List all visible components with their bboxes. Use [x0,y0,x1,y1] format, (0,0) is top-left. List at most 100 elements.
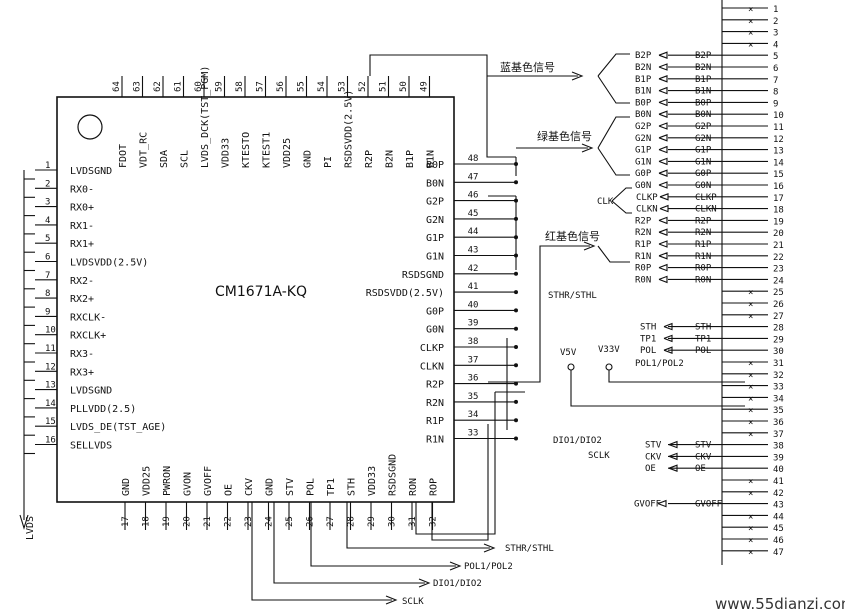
right-pin-label: RSDSVDD(2.5V) [366,288,444,299]
connector-pin-label: B2N [695,63,711,73]
left-pin-label: RX3+ [70,367,94,378]
bus-signal-label: STH [640,323,656,333]
no-connect-mark: × [748,418,753,428]
connector-pin-number: 8 [773,88,778,98]
bottom-pin-label: GVOFF [203,466,214,496]
left-pin-label: RXCLK+ [70,331,106,342]
right-pin-number: 33 [468,429,479,439]
top-pin-number: 61 [174,81,184,92]
top-pin-number: 52 [358,81,368,92]
connector-pin-label: B1N [695,87,711,97]
bus-signal-label: G2N [635,134,651,144]
no-connect-mark: × [748,288,753,298]
top-pin-label: VDD25 [282,138,293,168]
bottom-pin-number: 30 [388,516,398,527]
connector-pin-number: 6 [773,64,778,74]
right-pin-label: R1P [426,416,444,427]
connector-pin-number: 39 [773,453,784,463]
connector-pin-number: 24 [773,276,784,286]
watermark: www.55dianzi.com [715,595,845,613]
bus-signal-label: CLKP [636,193,658,203]
ic-name: CM1671A-KQ [215,284,307,300]
bus-signal-label: G2P [635,122,652,132]
connector-pin-number: 31 [773,359,784,369]
top-pin-label: VDT_RC [139,132,150,168]
bus-signal-label: R1P [635,240,652,250]
left-pin-label: LVDSGND [70,386,112,397]
top-pin-label: SCL [180,150,191,168]
connector-pin-label: STV [695,441,712,451]
top-pin-number: 51 [379,81,389,92]
top-pin-label: B1N [426,150,437,168]
connector-pin-label: CKV [695,452,712,462]
bus-signal-label: R1N [635,252,651,262]
top-pin-label: KTESTO [241,132,252,168]
no-connect-mark: × [748,17,753,27]
right-pin-label: G1N [426,252,444,263]
right-pin-number: 46 [468,191,479,201]
connector-pin-number: 11 [773,123,784,133]
left-pin-number: 1 [45,161,50,171]
right-pin-number: 43 [468,246,479,256]
top-pin-number: 64 [112,81,122,92]
connector-pin-number: 19 [773,217,784,227]
no-connect-mark: × [748,359,753,369]
connector-pin-number: 36 [773,418,784,428]
right-pin-number: 44 [468,227,479,237]
connector-pin-label: R2N [695,228,711,238]
connector-pin-number: 27 [773,312,784,322]
top-pin-number: 58 [235,81,245,92]
sth-stl-label: STHR/STHL [548,291,597,301]
connector-pin-label: G2P [695,122,712,132]
left-pin-number: 14 [45,399,56,409]
left-pin-number: 13 [45,381,56,391]
top-pin-number: 49 [420,81,430,92]
right-pin-label: RSDSGND [402,270,444,281]
out-sth-label: STHR/STHL [505,544,554,554]
bus-signal-label: POL [640,346,656,356]
bottom-pin-label: STV [285,478,296,496]
bus-signal-label: G1P [635,146,652,156]
left-pin-label: LVDSVDD(2.5V) [70,258,148,269]
top-pin-number: 59 [215,81,225,92]
left-pin-number: 7 [45,271,50,281]
left-pin-number: 4 [45,216,50,226]
bottom-pin-label: GND [121,478,132,496]
connector-pin-number: 37 [773,430,784,440]
connector-pin-number: 29 [773,335,784,345]
left-pin-label: RX0+ [70,203,94,214]
connector-pin-number: 43 [773,501,784,511]
connector-pin-number: 4 [773,40,778,50]
left-pin-number: 10 [45,326,56,336]
right-pin-label: R2P [426,380,444,391]
bottom-pin-number: 19 [162,516,172,527]
connector-pin-label: B2P [695,51,712,61]
top-pin-label: FDOT [118,144,129,168]
top-pin-number: 50 [399,81,409,92]
bus-signal-label: G1N [635,157,651,167]
bottom-pin-label: CKV [244,478,255,496]
bus-signal-label: B0P [635,98,652,108]
connector-pin-label: G1P [695,146,712,156]
top-pin-number: 54 [317,81,327,92]
output-connector: 1×2×3×4×5B2P6B2N7B1P8B1N9B0P10B0N11G2P12… [668,5,784,558]
connector-pin-number: 42 [773,489,784,499]
blue-signal-label: 蓝基色信号 [500,60,555,74]
connector-pin-number: 23 [773,265,784,275]
connector-pin-number: 3 [773,29,778,39]
connector-pin-label: TP1 [695,334,711,344]
bus-signal-label: B0N [635,110,651,120]
connector-pin-number: 40 [773,465,784,475]
connector-pin-number: 25 [773,288,784,298]
right-pin-label: R2N [426,398,444,409]
top-pin-label: KTEST1 [262,132,273,168]
bus-signal-label: G0P [635,169,652,179]
no-connect-mark: × [748,371,753,381]
bottom-pin-label: VDD33 [367,466,378,496]
connector-pin-label: G0N [695,181,711,191]
connector-pin-number: 2 [773,17,778,27]
bottom-pin-number: 21 [203,516,213,527]
no-connect-mark: × [748,548,753,558]
left-pin-label: RX3- [70,349,94,360]
